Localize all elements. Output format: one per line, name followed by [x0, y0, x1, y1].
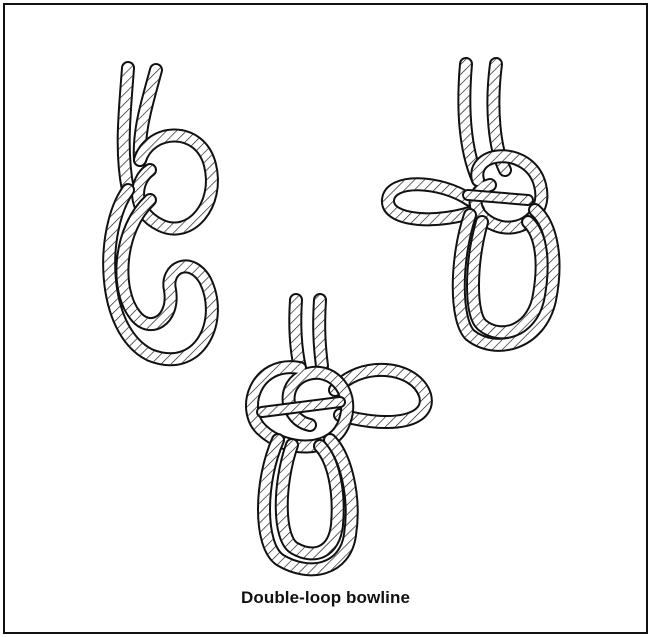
step-one-loops — [109, 68, 212, 359]
step-two-tuck — [388, 64, 554, 345]
step-three-finished — [252, 300, 426, 569]
figure-caption: Double-loop bowline — [0, 588, 651, 608]
